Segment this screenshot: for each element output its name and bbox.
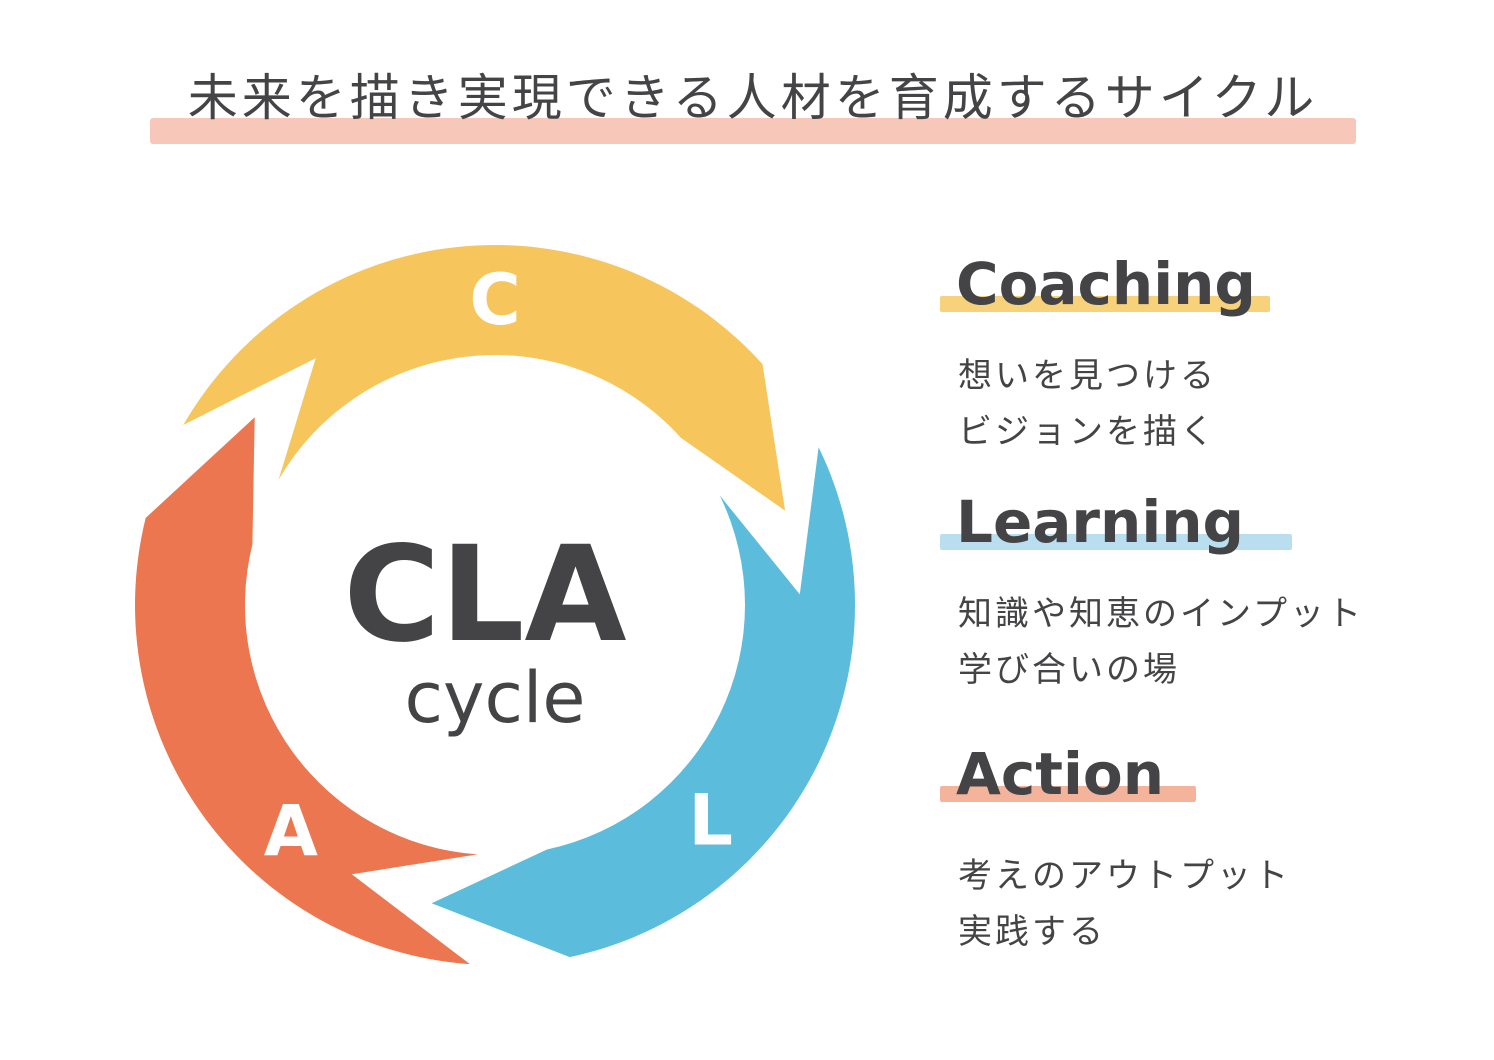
title-highlight-marker: [150, 118, 1356, 144]
coaching-title: Coaching: [956, 250, 1256, 318]
center-title-cla: CLA: [343, 518, 626, 672]
coaching-highlight-marker: [940, 296, 1270, 312]
center-subtitle-cycle: cycle: [405, 657, 586, 739]
cycle-letter-learning: L: [688, 780, 733, 862]
coaching-line-2: ビジョンを描く: [958, 412, 1217, 452]
cycle-letter-action: A: [264, 791, 318, 873]
legend-learning: Learning 知識や知恵のインプット 学び合いの場: [940, 490, 1364, 698]
cycle-arrow-coaching: [183, 244, 786, 511]
legend-coaching: Coaching 想いを見つける ビジョンを描く: [940, 252, 1270, 460]
learning-title: Learning: [956, 488, 1245, 556]
page-title: 未来を描き実現できる人材を育成するサイクル: [187, 69, 1319, 127]
page-title-group: 未来を描き実現できる人材を育成するサイクル: [150, 52, 1360, 144]
cycle-arrow-action: [135, 417, 478, 965]
cycle-letter-coaching: C: [469, 259, 520, 341]
learning-highlight-marker: [940, 534, 1292, 550]
coaching-line-1: 想いを見つける: [958, 356, 1217, 396]
learning-line-2: 学び合いの場: [958, 650, 1180, 690]
action-line-2: 実践する: [958, 912, 1106, 952]
cycle-arrow-learning: [431, 447, 856, 958]
action-highlight-marker: [940, 786, 1196, 802]
action-title: Action: [956, 740, 1165, 808]
legend-action: Action 考えのアウトプット 実践する: [940, 742, 1291, 960]
action-line-1: 考えのアウトプット: [958, 856, 1291, 896]
learning-line-1: 知識や知恵のインプット: [958, 594, 1364, 634]
